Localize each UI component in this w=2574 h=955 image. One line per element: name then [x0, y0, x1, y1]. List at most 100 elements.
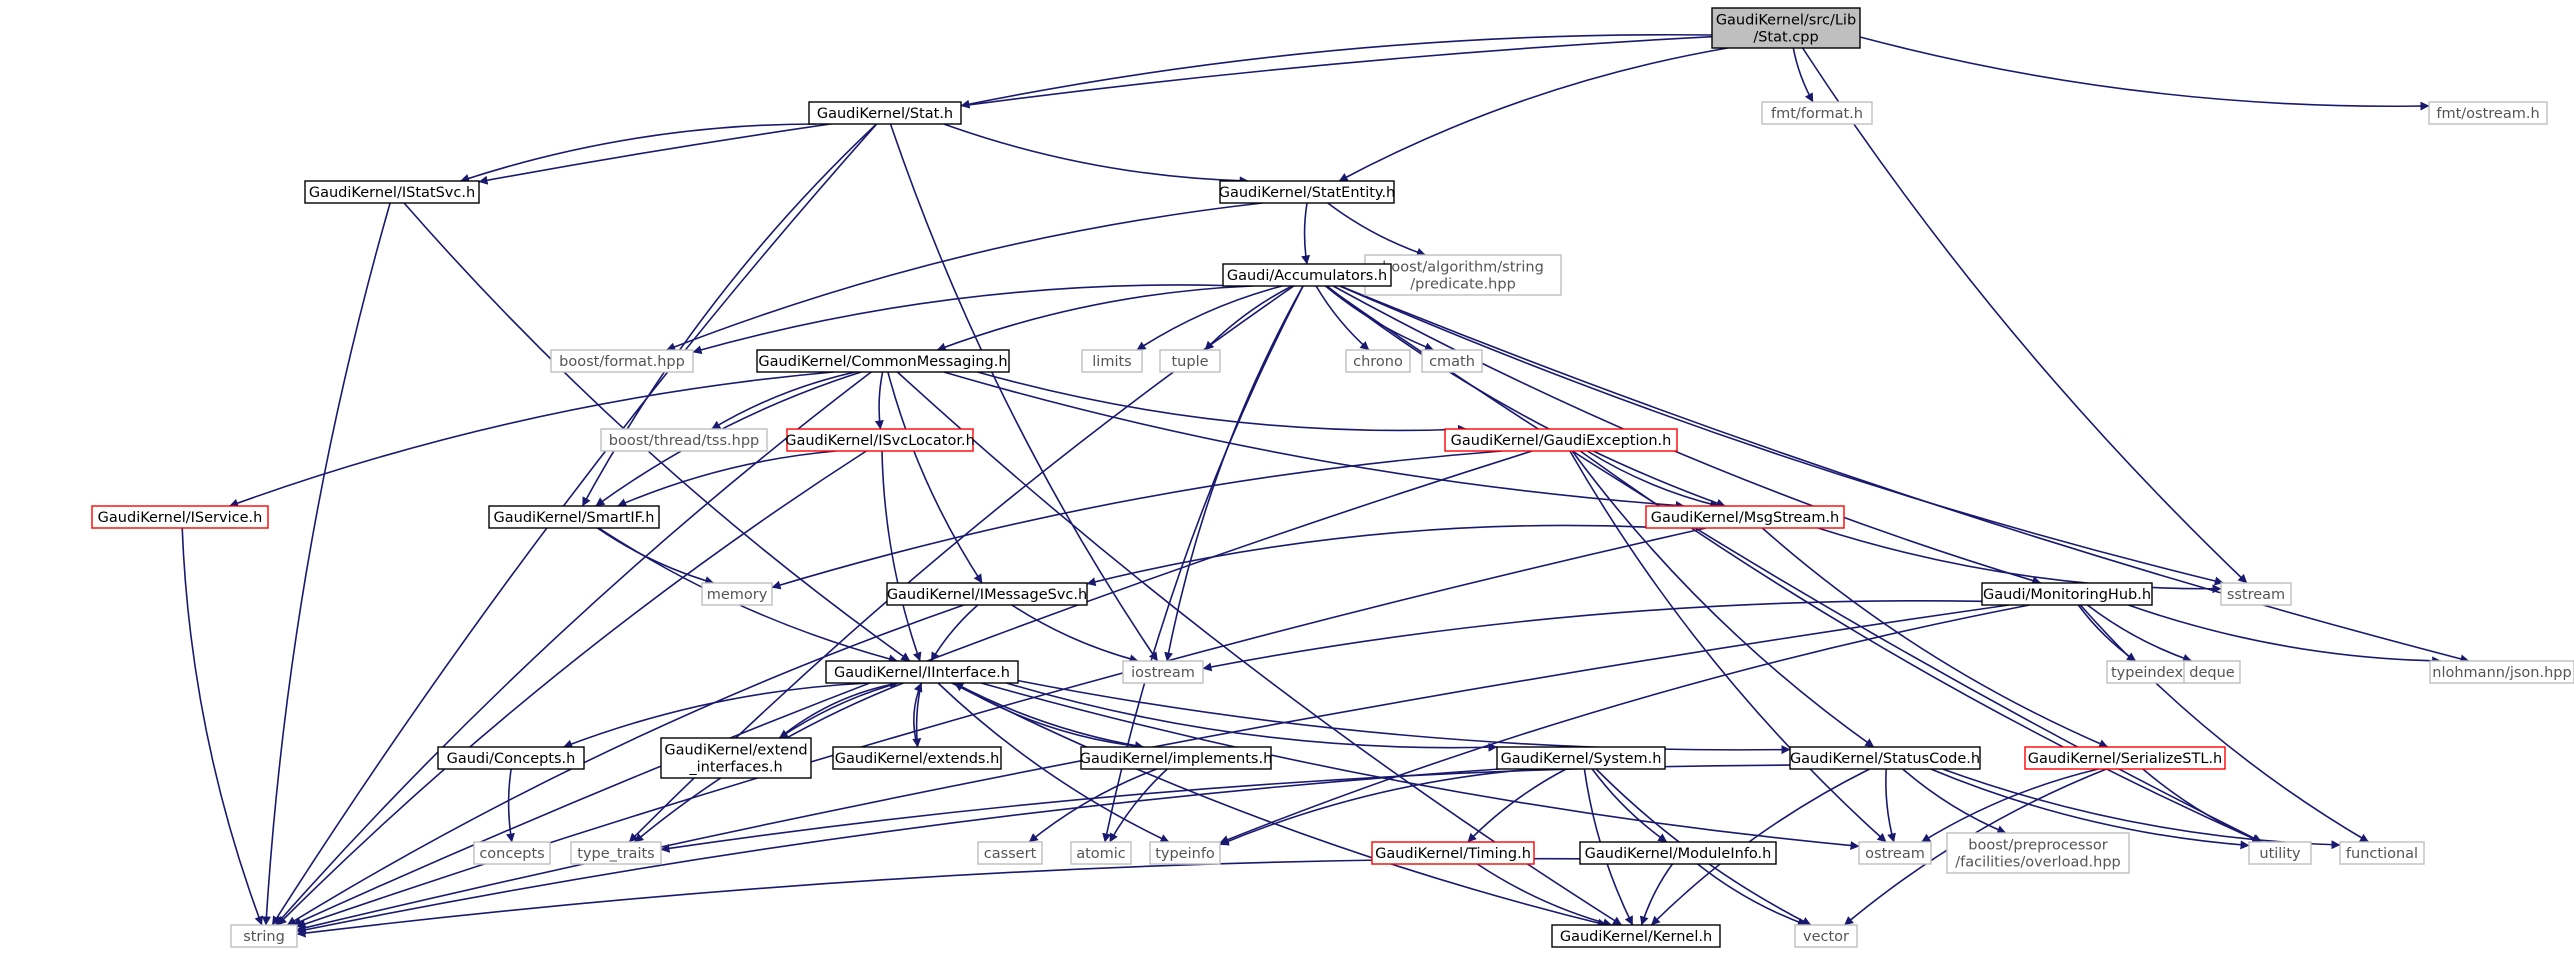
- node-chrono: chrono: [1345, 349, 1411, 373]
- node-gaudiexception[interactable]: GaudiKernel/GaudiException.h: [1444, 428, 1678, 452]
- node-box: [1946, 832, 2130, 874]
- node-commonmsg[interactable]: GaudiKernel/CommonMessaging.h: [756, 349, 1010, 373]
- edge-accumulators-to-msgstream: [1326, 285, 1726, 508]
- node-label: typeindex: [2111, 665, 2183, 681]
- edge-statentity-to-accumulators: [1301, 202, 1311, 265]
- node-box: [1496, 746, 1666, 770]
- node-concepts_h[interactable]: Gaudi/Concepts.h: [437, 746, 585, 770]
- node-cmath: cmath: [1421, 349, 1483, 373]
- edge-gaudiexception-to-memory: [771, 450, 1503, 590]
- node-moduleinfo[interactable]: GaudiKernel/ModuleInfo.h: [1579, 841, 1777, 865]
- node-statuscode[interactable]: GaudiKernel/StatusCode.h: [1789, 746, 1981, 770]
- edge-gaudiexception-to-ostream: [1569, 450, 1887, 843]
- node-box: [1122, 660, 1204, 684]
- edge-commonmsg-to-isvclocator: [874, 371, 884, 430]
- node-box: [1080, 746, 1272, 770]
- edges-layer: [181, 33, 2470, 938]
- node-label: ostream: [1865, 846, 1925, 862]
- node-label: cmath: [1429, 354, 1475, 370]
- node-implements[interactable]: GaudiKernel/implements.h: [1080, 746, 1273, 770]
- node-label: type_traits: [577, 846, 654, 862]
- node-box: [2428, 101, 2548, 125]
- node-imessagesvc[interactable]: GaudiKernel/IMessageSvc.h: [886, 582, 1088, 606]
- node-box: [808, 101, 962, 125]
- node-iinterface[interactable]: GaudiKernel/IInterface.h: [825, 660, 1019, 684]
- node-cassert: cassert: [977, 841, 1043, 865]
- edge-stat_h-to-iostream: [889, 123, 1159, 662]
- edge-iinterface-to-statuscode: [1017, 679, 1791, 755]
- node-accumulators[interactable]: Gaudi/Accumulators.h: [1222, 263, 1392, 287]
- node-serializestl[interactable]: GaudiKernel/SerializeSTL.h: [2024, 746, 2226, 770]
- node-label: GaudiKernel/Kernel.h: [1560, 929, 1712, 945]
- edge-system-to-moduleinfo: [1591, 768, 1668, 843]
- node-stat_cpp[interactable]: GaudiKernel/src/Lib/Stat.cpp: [1711, 7, 1861, 49]
- node-fmt_format: fmt/format.h: [1761, 101, 1873, 125]
- node-label: GaudiKernel/implements.h: [1080, 751, 1273, 767]
- edge-system-to-timing: [1467, 768, 1567, 843]
- node-statentity[interactable]: GaudiKernel/StatEntity.h: [1219, 180, 1396, 204]
- node-istatsvc[interactable]: GaudiKernel/IStatSvc.h: [304, 180, 480, 204]
- node-smartif[interactable]: GaudiKernel/SmartIF.h: [488, 505, 660, 529]
- node-stat_h[interactable]: GaudiKernel/Stat.h: [808, 101, 962, 125]
- edge-implements-to-cassert: [1028, 768, 1158, 843]
- edge-commonmsg-to-string: [275, 371, 872, 926]
- node-box: [825, 660, 1019, 684]
- edge-commonmsg-to-boost_tss: [711, 371, 856, 430]
- node-timing[interactable]: GaudiKernel/Timing.h: [1371, 841, 1535, 865]
- node-label: limits: [1092, 354, 1131, 370]
- edge-iinterface-to-concepts_h: [563, 682, 870, 749]
- node-iservice[interactable]: GaudiKernel/IService.h: [91, 505, 269, 529]
- edge-statuscode-to-boost_overload: [1902, 768, 2007, 834]
- node-label: utility: [2259, 846, 2301, 862]
- node-label: fmt/format.h: [1771, 106, 1863, 122]
- node-label: GaudiKernel/System.h: [1501, 751, 1662, 767]
- node-box: [2183, 660, 2241, 684]
- node-vector: vector: [1794, 924, 1858, 948]
- edge-imessagesvc-to-iostream: [1011, 604, 1139, 664]
- node-box: [1371, 841, 1535, 865]
- node-label: GaudiKernel/MsgStream.h: [1651, 510, 1840, 526]
- edge-gaudiexception-to-msgstream: [1586, 450, 1720, 509]
- edge-monitoringhub-to-typeinfo: [1219, 604, 2030, 844]
- edge-iinterface-to-extend_interfaces: [778, 682, 899, 739]
- node-label: GaudiKernel/Stat.h: [817, 106, 953, 122]
- edge-isvclocator-to-smartif: [617, 450, 837, 507]
- edge-statuscode-to-kernel: [1650, 768, 1870, 926]
- node-box: [1364, 254, 1562, 296]
- node-atomic: atomic: [1070, 841, 1132, 865]
- node-label: Gaudi/MonitoringHub.h: [1983, 587, 2151, 603]
- node-label: /Stat.cpp: [1753, 30, 1818, 46]
- node-tuple: tuple: [1159, 349, 1221, 373]
- node-label: nlohmann/json.hpp: [2432, 665, 2571, 681]
- edge-imessagesvc-to-iinterface: [930, 604, 979, 662]
- node-msgstream[interactable]: GaudiKernel/MsgStream.h: [1645, 505, 1845, 529]
- node-string: string: [230, 924, 298, 948]
- node-box: [91, 505, 269, 529]
- node-label: boost/thread/tss.hpp: [609, 433, 760, 449]
- node-box: [1551, 924, 1721, 948]
- edge-msgstream-to-sstream: [1817, 527, 2222, 594]
- node-label: GaudiKernel/IStatSvc.h: [309, 185, 475, 201]
- node-label: boost/format.hpp: [559, 354, 685, 370]
- node-monitoringhub[interactable]: Gaudi/MonitoringHub.h: [1981, 582, 2153, 606]
- node-system[interactable]: GaudiKernel/System.h: [1496, 746, 1666, 770]
- edge-system-to-typeinfo: [1219, 768, 1536, 846]
- node-box: [756, 349, 1010, 373]
- edge-accumulators-to-sstream: [1339, 285, 2224, 586]
- node-label: boost/algorithm/string: [1382, 260, 1544, 276]
- node-kernel[interactable]: GaudiKernel/Kernel.h: [1551, 924, 1721, 948]
- node-box: [786, 428, 974, 452]
- edge-accumulators-to-iostream: [1164, 285, 1304, 662]
- edge-accumulators-to-limits: [1136, 285, 1283, 351]
- node-label: fmt/ostream.h: [2436, 106, 2539, 122]
- node-boost_format: boost/format.hpp: [550, 349, 694, 373]
- node-box: [1222, 263, 1392, 287]
- edge-msgstream-to-imessagesvc: [1086, 524, 1647, 587]
- edge-timing-to-kernel: [1476, 863, 1613, 928]
- node-box: [1579, 841, 1777, 865]
- node-box: [1789, 746, 1981, 770]
- node-extends[interactable]: GaudiKernel/extends.h: [832, 746, 1002, 770]
- node-extend_interfaces[interactable]: GaudiKernel/extend_interfaces.h: [660, 737, 812, 779]
- node-isvclocator[interactable]: GaudiKernel/ISvcLocator.h: [785, 428, 975, 452]
- edge-stat_cpp-to-fmt_format: [1792, 47, 1814, 103]
